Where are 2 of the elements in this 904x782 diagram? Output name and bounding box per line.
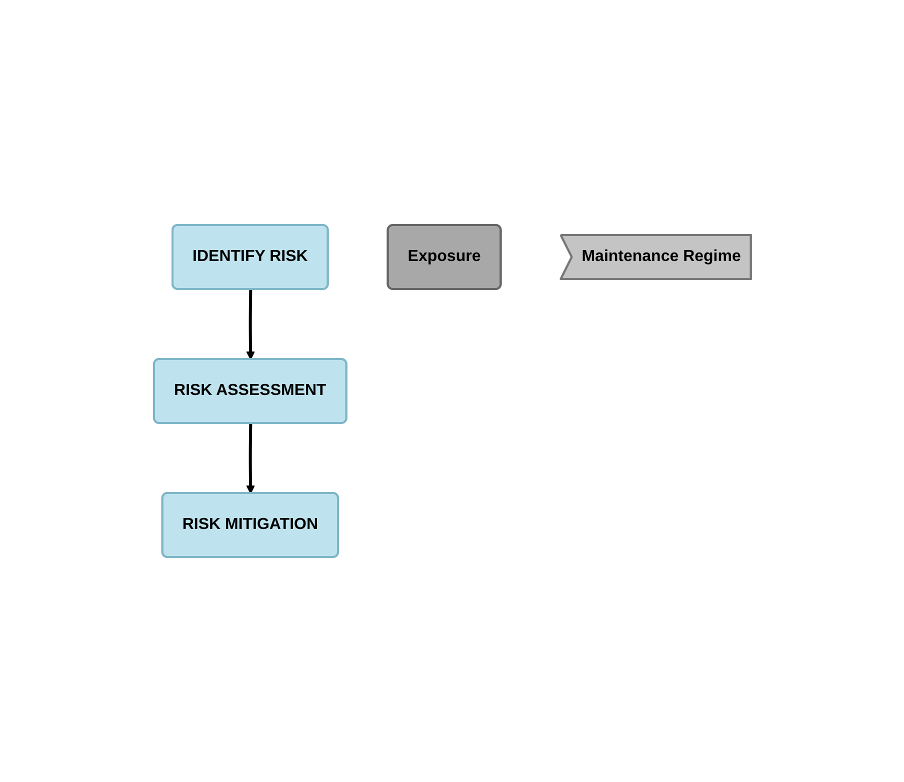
arrow [246, 289, 255, 360]
arrow [246, 423, 255, 494]
